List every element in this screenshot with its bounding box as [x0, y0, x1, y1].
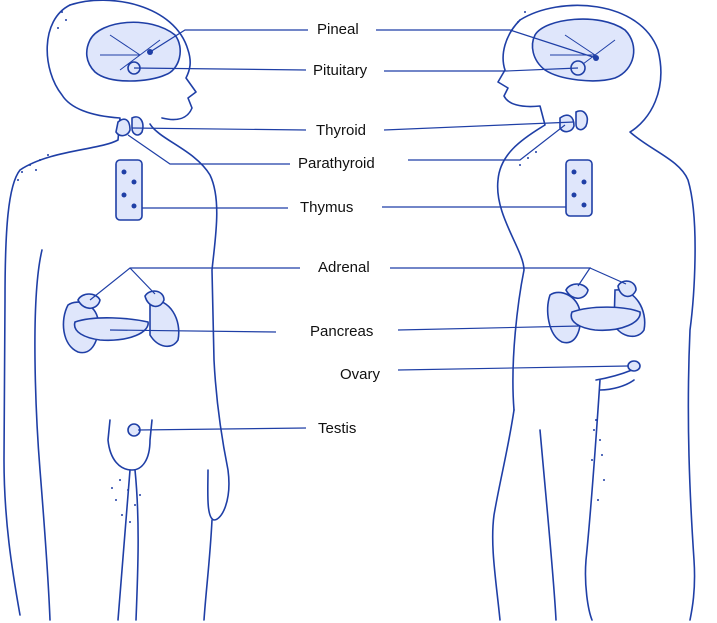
leader-lines: [89, 29, 629, 431]
female-kidney-left: [546, 291, 582, 344]
label-pancreas: Pancreas: [310, 323, 374, 340]
male-pancreas: [73, 317, 149, 342]
female-pancreas: [570, 306, 641, 332]
male-stippling: [17, 11, 141, 523]
male-adrenal-right: [144, 290, 165, 308]
male-figure: [3, 0, 230, 621]
label-ovary: Ovary: [340, 366, 381, 383]
label-pituitary: Pituitary: [313, 62, 368, 79]
female-adrenal-right: [617, 280, 637, 298]
male-thyroid: [115, 116, 144, 137]
male-kidney-right: [149, 299, 180, 348]
female-figure: [491, 4, 696, 621]
female-stippling: [511, 11, 605, 501]
female-ovary: [627, 360, 641, 372]
female-thyroid: [559, 110, 589, 133]
female-brain: [531, 18, 635, 82]
label-adrenal: Adrenal: [318, 259, 370, 276]
female-adrenal-left: [565, 283, 589, 300]
label-testis: Testis: [318, 420, 357, 437]
label-pineal: Pineal: [317, 21, 359, 38]
label-parathyroid: Parathyroid: [298, 155, 375, 172]
female-thymus: [565, 159, 593, 217]
label-thymus: Thymus: [300, 199, 354, 216]
male-thymus: [115, 159, 143, 221]
label-thyroid: Thyroid: [316, 122, 367, 139]
male-adrenal-left: [77, 293, 101, 310]
male-brain: [85, 21, 181, 82]
